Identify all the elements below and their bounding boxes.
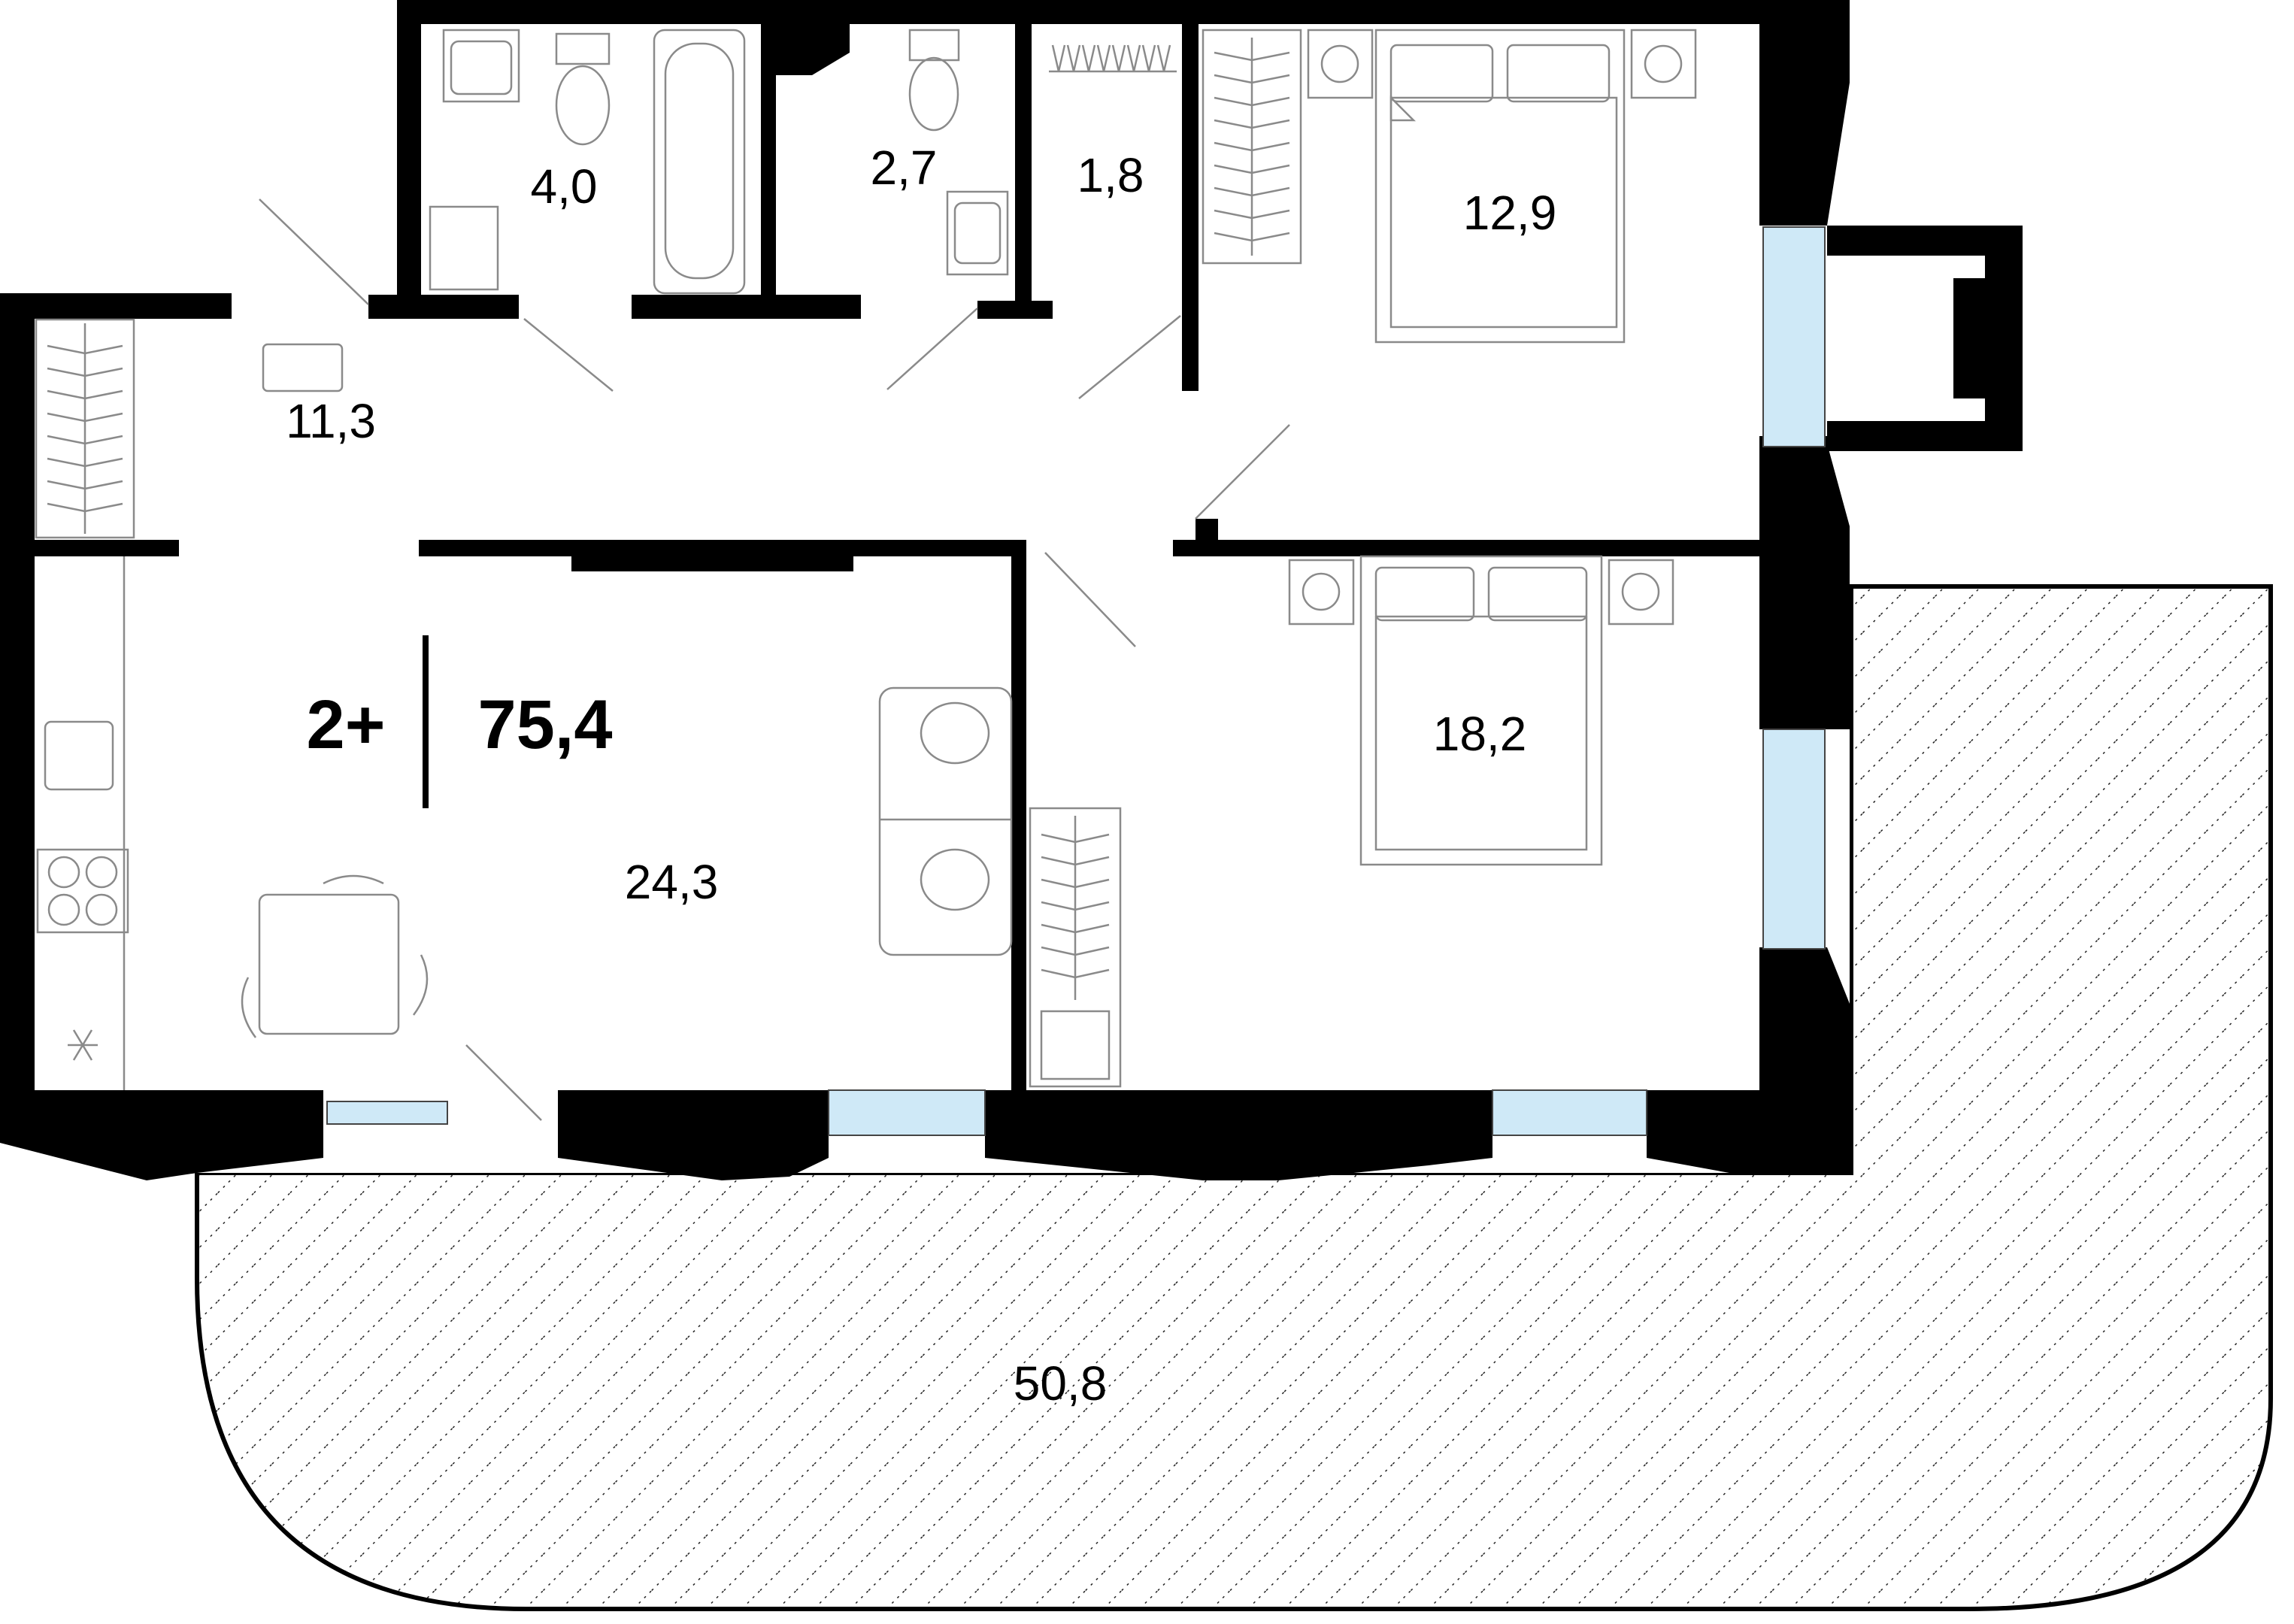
fridge-icon (68, 1029, 98, 1061)
sink-icon (44, 720, 114, 791)
area-label-living-kitchen: 24,3 (625, 855, 719, 909)
window-living-door (326, 1101, 448, 1125)
wardrobe-icon (1029, 807, 1122, 1088)
nightstand-icon (1307, 29, 1697, 99)
window-bedroom-2 (1762, 729, 1826, 950)
windows (326, 226, 1826, 1136)
terrace-area (195, 584, 2273, 1611)
window-bedroom-1 (1762, 226, 1826, 447)
walls (0, 0, 2023, 1180)
stove-icon (36, 848, 129, 934)
bathtub-icon (653, 29, 746, 295)
area-label-terrace: 50,8 (1014, 1356, 1108, 1410)
apartment-total-area: 75,4 (477, 686, 612, 763)
nightstand-icon (1288, 559, 1674, 626)
bed-icon (1359, 555, 1603, 866)
area-label-wardrobe: 1,8 (1077, 148, 1144, 202)
apartment-floor (30, 286, 1850, 1173)
bed-icon (1374, 29, 1626, 344)
dining-table-icon (241, 874, 429, 1038)
area-label-toilet: 2,7 (871, 141, 938, 195)
sink-icon (442, 29, 520, 103)
area-label-bedroom-1: 12,9 (1463, 186, 1557, 240)
toilet-icon (555, 32, 611, 146)
window-living (828, 1089, 986, 1136)
wardrobe-icon (1049, 44, 1177, 73)
toilet-icon (908, 29, 960, 132)
sink-icon (946, 190, 1009, 276)
sofa-icon (878, 686, 1013, 956)
area-label-hallway: 11,3 (286, 394, 376, 448)
wardrobe-icon (35, 318, 135, 539)
apartment-rooms-label: 2+ (307, 686, 386, 763)
label-divider (423, 635, 429, 808)
area-label-bathroom: 4,0 (531, 159, 598, 214)
area-label-bedroom-2: 18,2 (1433, 707, 1527, 761)
washing-machine-icon (429, 205, 499, 291)
doors (259, 198, 1290, 1121)
rug (262, 343, 344, 392)
window-bedroom-2-bottom (1492, 1089, 1647, 1136)
wardrobe-icon (1202, 29, 1302, 265)
